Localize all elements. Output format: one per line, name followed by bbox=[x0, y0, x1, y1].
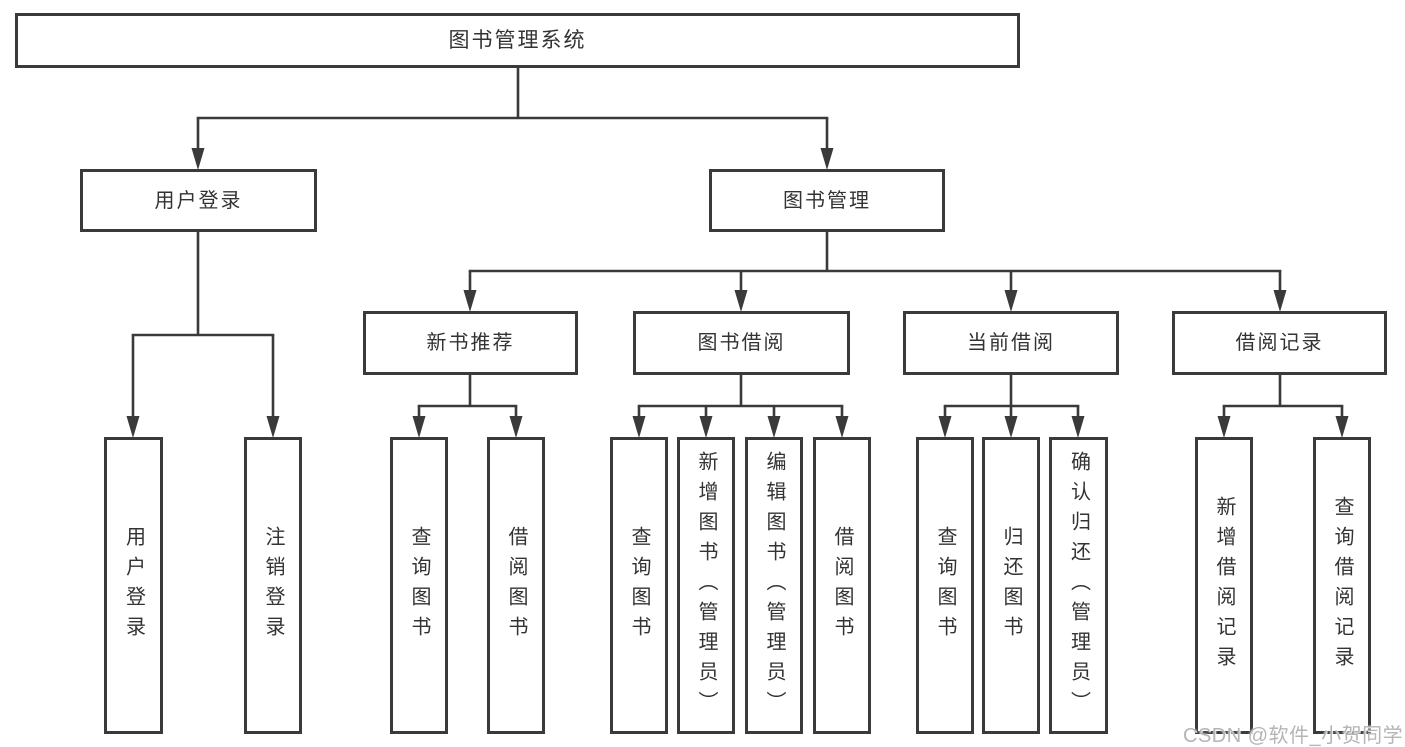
node-add-book-admin: 新增图书（管理员） bbox=[677, 437, 735, 734]
node-borrow-books-2: 借阅图书 bbox=[813, 437, 871, 734]
node-user-login: 用户登录 bbox=[104, 437, 163, 734]
node-query-books-3: 查询图书 bbox=[916, 437, 974, 734]
node-book-mgmt-group: 图书管理 bbox=[709, 169, 945, 232]
node-book-borrow: 图书借阅 bbox=[633, 311, 850, 375]
node-new-book-rec: 新书推荐 bbox=[363, 311, 578, 375]
node-query-books-1: 查询图书 bbox=[390, 437, 448, 734]
node-query-borrow-record: 查询借阅记录 bbox=[1313, 437, 1371, 734]
node-user-login-group: 用户登录 bbox=[80, 169, 317, 232]
node-root: 图书管理系统 bbox=[15, 13, 1020, 68]
node-current-borrow: 当前借阅 bbox=[903, 311, 1119, 375]
node-query-books-2: 查询图书 bbox=[610, 437, 668, 734]
node-confirm-return-admin: 确认归还（管理员） bbox=[1049, 437, 1108, 734]
node-return-book: 归还图书 bbox=[982, 437, 1040, 734]
watermark-csdn: CSDN @软件_小贺同学 bbox=[1183, 725, 1404, 747]
node-edit-book-admin: 编辑图书（管理员） bbox=[745, 437, 803, 734]
node-logout: 注销登录 bbox=[244, 437, 302, 734]
node-borrow-record: 借阅记录 bbox=[1172, 311, 1387, 375]
node-add-borrow-record: 新增借阅记录 bbox=[1195, 437, 1253, 734]
node-borrow-books-1: 借阅图书 bbox=[487, 437, 545, 734]
